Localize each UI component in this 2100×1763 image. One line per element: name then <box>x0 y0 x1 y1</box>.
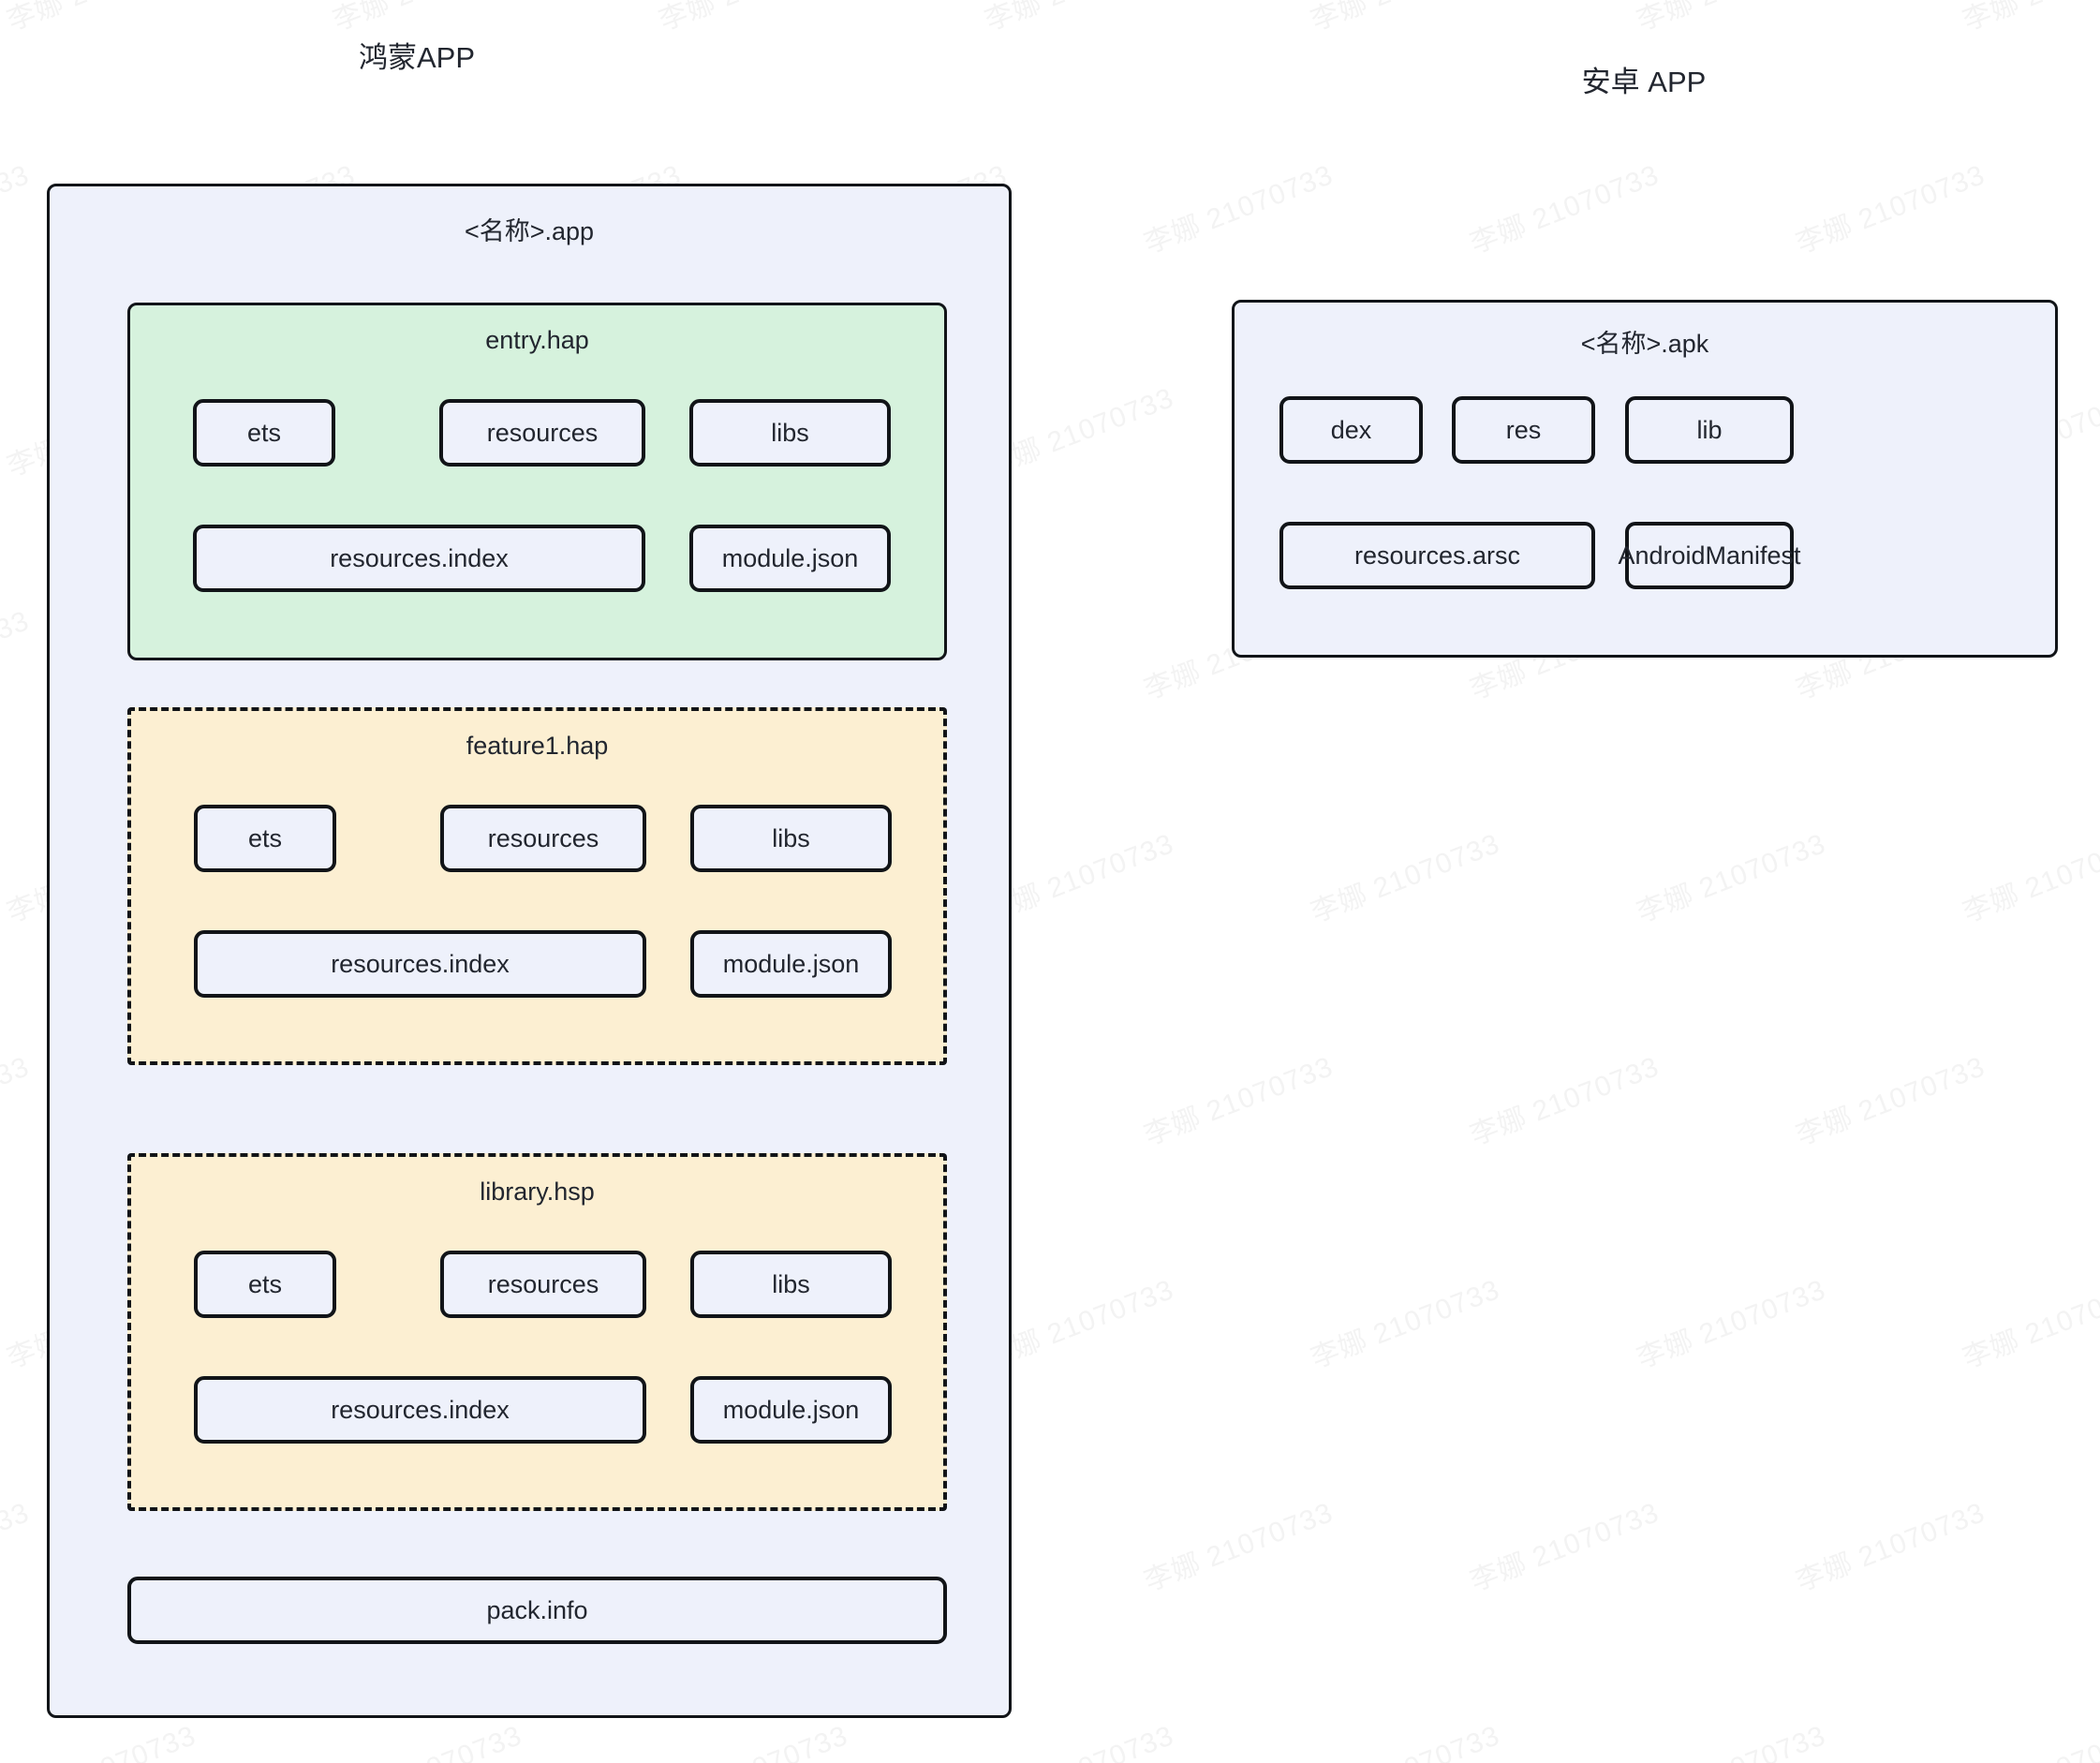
item-entry-resources-index[interactable]: resources.index <box>193 525 645 592</box>
item-entry-resources[interactable]: resources <box>439 399 645 467</box>
item-entry-libs[interactable]: libs <box>689 399 891 467</box>
module-entry-hap-title: entry.hap <box>485 326 589 354</box>
item-apk-lib[interactable]: lib <box>1625 396 1794 464</box>
item-apk-resources-arsc[interactable]: resources.arsc <box>1279 522 1595 589</box>
item-library-resources-index[interactable]: resources.index <box>194 1376 646 1444</box>
item-entry-ets[interactable]: ets <box>193 399 335 467</box>
item-feature1-libs[interactable]: libs <box>690 805 892 872</box>
item-library-resources[interactable]: resources <box>440 1251 646 1318</box>
item-feature1-module-json[interactable]: module.json <box>690 930 892 998</box>
module-feature1-hap-title: feature1.hap <box>466 732 609 760</box>
item-apk-res[interactable]: res <box>1452 396 1595 464</box>
module-library-hsp: library.hsp ets resources libs resources… <box>127 1153 947 1511</box>
module-library-hsp-title: library.hsp <box>480 1178 595 1206</box>
item-apk-android-manifest[interactable]: AndroidManifest <box>1618 522 1801 589</box>
item-feature1-resources-index[interactable]: resources.index <box>194 930 646 998</box>
item-entry-module-json[interactable]: module.json <box>689 525 891 592</box>
harmony-package-title: <名称>.app <box>464 217 595 245</box>
module-feature1-hap: feature1.hap ets resources libs resource… <box>127 707 947 1065</box>
module-entry-hap: entry.hap ets resources libs resources.i… <box>127 303 947 660</box>
item-pack-info[interactable]: pack.info <box>127 1577 947 1644</box>
item-library-module-json[interactable]: module.json <box>690 1376 892 1444</box>
column-title-harmony: 鸿蒙APP <box>358 41 476 74</box>
column-title-android: 安卓 APP <box>1581 66 1707 98</box>
android-apk-package: <名称>.apk dex res lib resources.arsc Andr… <box>1232 300 2058 658</box>
item-library-ets[interactable]: ets <box>194 1251 336 1318</box>
harmony-app-package: <名称>.app entry.hap ets resources libs re… <box>47 184 1012 1718</box>
item-apk-dex[interactable]: dex <box>1279 396 1423 464</box>
item-library-libs[interactable]: libs <box>690 1251 892 1318</box>
item-feature1-resources[interactable]: resources <box>440 805 646 872</box>
android-package-title: <名称>.apk <box>1580 330 1709 358</box>
item-feature1-ets[interactable]: ets <box>194 805 336 872</box>
